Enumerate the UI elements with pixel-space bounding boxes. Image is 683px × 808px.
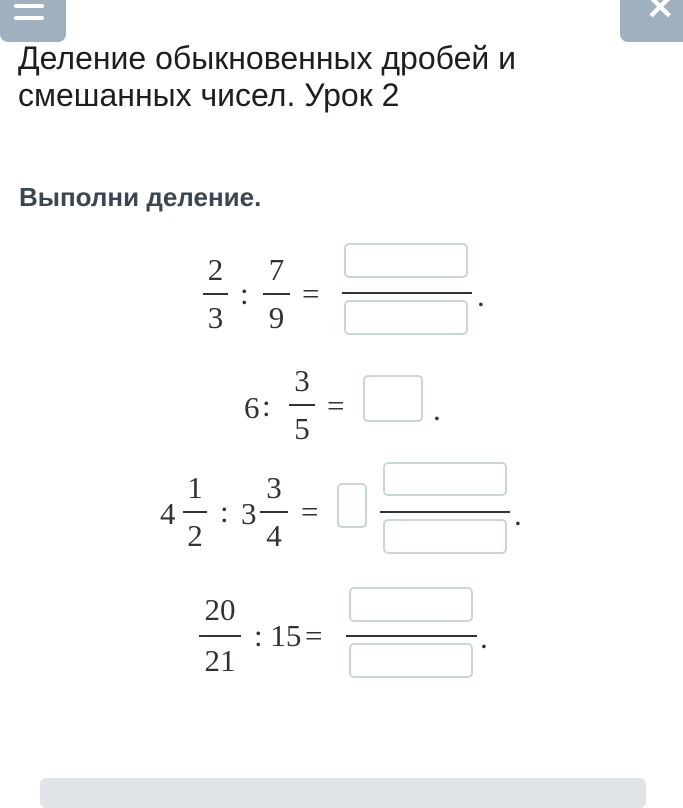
equals: = xyxy=(305,618,323,653)
dividend: 6 xyxy=(244,390,260,425)
answer-input[interactable] xyxy=(363,375,423,422)
equals: = xyxy=(327,388,345,423)
fraction-bar xyxy=(380,511,510,513)
fraction-bar xyxy=(346,635,477,637)
fraction-bar xyxy=(263,293,290,295)
answer-numerator-input[interactable] xyxy=(383,462,507,496)
period: . xyxy=(477,278,485,313)
numerator: 20 xyxy=(204,592,236,627)
answer-denominator-input[interactable] xyxy=(383,519,507,554)
answer-numerator-input[interactable] xyxy=(349,587,473,622)
operator: : xyxy=(262,388,271,423)
operator: : xyxy=(240,276,249,311)
numerator: 7 xyxy=(268,252,285,287)
fraction-bar xyxy=(183,511,207,513)
fraction-bar xyxy=(199,635,241,637)
fraction-bar xyxy=(289,404,315,406)
fraction-bar xyxy=(203,293,228,295)
fraction-bar xyxy=(342,292,472,294)
whole-part: 3 xyxy=(241,496,257,531)
period: . xyxy=(433,392,441,427)
equals: = xyxy=(302,276,320,311)
close-button[interactable]: ✕ xyxy=(620,0,683,42)
denominator: 5 xyxy=(294,411,310,446)
equals: = xyxy=(301,494,319,529)
numerator: 2 xyxy=(207,252,224,287)
denominator: 21 xyxy=(204,643,236,678)
menu-button[interactable] xyxy=(0,0,66,42)
fraction-bar xyxy=(260,511,288,513)
task-instruction: Выполни деление. xyxy=(19,182,262,212)
denominator: 9 xyxy=(268,300,285,335)
period: . xyxy=(514,497,522,532)
denominator: 2 xyxy=(187,518,203,553)
numerator: 1 xyxy=(187,470,203,505)
close-icon: ✕ xyxy=(646,0,675,27)
submit-button[interactable] xyxy=(40,778,646,808)
period: . xyxy=(480,620,488,655)
whole-part: 4 xyxy=(160,496,176,531)
operator: : xyxy=(220,494,229,529)
operator: : 15 xyxy=(254,618,302,653)
answer-denominator-input[interactable] xyxy=(344,300,468,335)
numerator: 3 xyxy=(266,470,282,505)
numerator: 3 xyxy=(294,363,310,398)
denominator: 3 xyxy=(207,300,224,335)
answer-whole-input[interactable] xyxy=(337,483,367,528)
denominator: 4 xyxy=(266,518,282,553)
answer-denominator-input[interactable] xyxy=(349,643,473,678)
answer-numerator-input[interactable] xyxy=(344,243,468,278)
page-title: Деление обыкновенных дробей и смешанных … xyxy=(18,40,517,113)
